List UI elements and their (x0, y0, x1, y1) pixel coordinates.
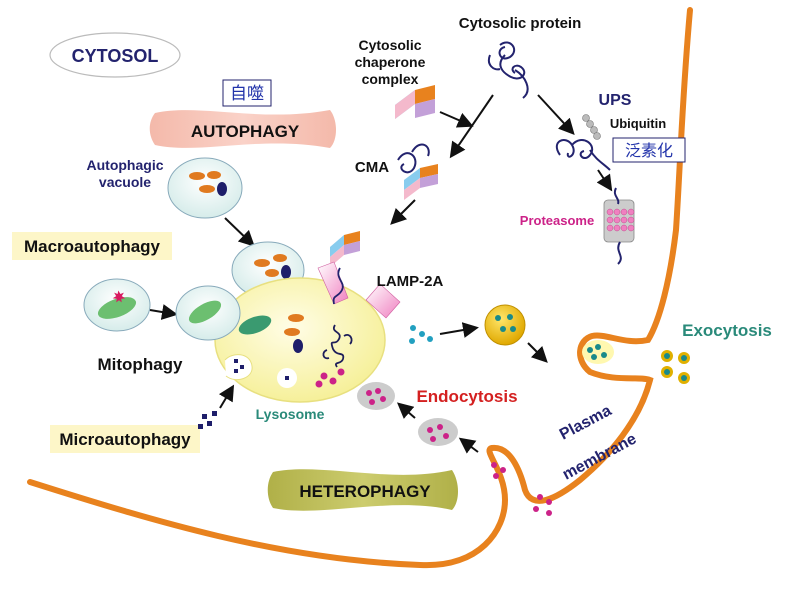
mitophagy-vacuole (83, 278, 151, 332)
ubiquitin-zh-label: 泛素化 (625, 141, 673, 160)
degrading-protein (322, 324, 353, 368)
fusing-secretory-vesicle (582, 340, 614, 364)
exo-particles (409, 325, 433, 344)
ups-label: UPS (599, 92, 632, 109)
proteasome-label: Proteasome (520, 213, 594, 228)
lamp2a-label: LAMP-2A (377, 273, 444, 290)
proteasome (603, 187, 635, 265)
mitophagy-label: Mitophagy (98, 355, 184, 374)
autophagic-vacuole-label-line1: Autophagic (87, 157, 164, 173)
heterophagy-label: HETEROPHAGY (299, 482, 431, 501)
endocytic-pit-cargo (491, 462, 506, 479)
chaperone-label-line1: Cytosolic (358, 37, 421, 53)
cytosolic-protein (488, 41, 529, 99)
exocytosed-particles (661, 350, 690, 384)
endosome-2 (418, 418, 458, 446)
autophagy-zh-box (222, 79, 272, 107)
ubiquitin-chain (582, 114, 601, 140)
chaperone-complex (395, 85, 435, 119)
docking-chaperone (330, 231, 360, 267)
cma-label: CMA (355, 159, 389, 176)
autophagy-zh-label: 自噬 (230, 84, 264, 104)
autophagy-label: AUTOPHAGY (191, 122, 300, 141)
microautophagy-particles (198, 411, 217, 429)
autophagic-vacuole (167, 157, 243, 219)
macroautophagy-highlight (12, 232, 172, 260)
microautophagy-highlight (50, 425, 200, 453)
chaperone-label-line3: complex (362, 71, 419, 87)
endocytosis-label: Endocytosis (416, 387, 517, 406)
secretory-vesicle (484, 304, 526, 346)
ubiquitin-label: Ubiquitin (610, 116, 666, 131)
mitochondrion-digesting (238, 315, 272, 335)
cytosolic-protein-label: Cytosolic protein (459, 15, 582, 32)
lysosome-label: Lysosome (256, 406, 325, 422)
autophagic-vacuole-label-line2: vacuole (99, 174, 151, 190)
cma-chaperone (404, 164, 438, 200)
exocytosis-label: Exocytosis (682, 321, 772, 340)
plasma-membrane (27, 7, 693, 569)
autophagy-banner (149, 110, 336, 148)
ubiquitinated-protein (555, 139, 611, 171)
plasma-label: Plasma (557, 402, 615, 443)
chaperone-label-line2: chaperone (355, 54, 426, 70)
microautophagy-label: Microautophagy (59, 430, 191, 449)
lamp2a-receptor-right (365, 283, 401, 319)
mitophagy-fusing-vacuole (175, 285, 241, 341)
macroautophagy-label: Macroautophagy (24, 237, 161, 256)
cma-protein (397, 143, 430, 174)
cytosol-label: CYTOSOL (72, 46, 159, 66)
extracellular-cargo (533, 494, 552, 516)
heterophagy-banner (267, 469, 458, 511)
endosome-1 (357, 382, 395, 410)
cytosol-ellipse (49, 32, 181, 78)
ubiquitin-zh-box (612, 137, 686, 163)
